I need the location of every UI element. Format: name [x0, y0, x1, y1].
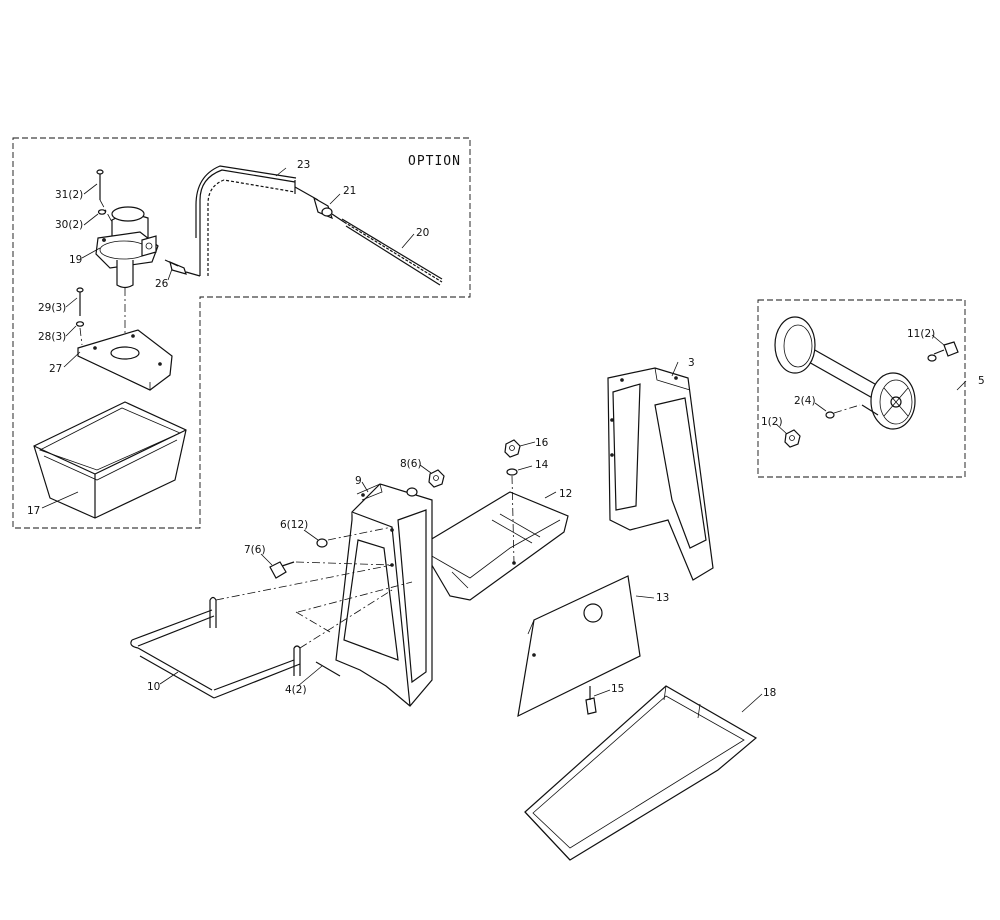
- callout-10: 10: [147, 681, 160, 693]
- part-16-nut: [504, 439, 521, 458]
- callout-19: 19: [69, 254, 82, 266]
- part-28-washer: [75, 321, 85, 346]
- part-5-wheel-kit: [774, 316, 916, 430]
- wheel-kit-boundary: [757, 299, 966, 478]
- callout-23: 23: [297, 159, 310, 171]
- callout-4: 4(2): [285, 684, 307, 696]
- callout-1: 1(2): [761, 416, 783, 428]
- part-27-mount-plate: [77, 329, 173, 391]
- part-13-front-panel: [517, 575, 641, 718]
- callout-14: 14: [535, 459, 549, 471]
- callout-26: 26: [155, 278, 169, 290]
- callout-11: 11(2): [907, 328, 935, 340]
- construction-line: [295, 611, 331, 633]
- callout-7: 7(6): [244, 544, 266, 556]
- option-label: OPTION: [408, 154, 461, 169]
- callout-5: 5: [978, 375, 985, 387]
- part-14-washer: [506, 468, 518, 564]
- part-18-coolant-tank: [33, 401, 187, 519]
- callout-16: 16: [535, 437, 549, 449]
- callout-9: 9: [355, 475, 362, 487]
- callout-27: 27: [49, 363, 62, 375]
- part-3-right-leg: [607, 367, 714, 581]
- callout-28: 28(3): [38, 331, 66, 343]
- part-23-hose: [195, 165, 319, 276]
- part-12-middle-tray: [429, 491, 569, 601]
- part-4-pin: [315, 661, 341, 677]
- callout-20: 20: [416, 227, 429, 239]
- leader-lines: [41, 167, 967, 713]
- part-30-washer: [97, 209, 107, 215]
- callout-17: 18: [763, 687, 776, 699]
- callout-30: 30(2): [55, 219, 83, 231]
- callout-31: 31(2): [55, 189, 83, 201]
- part-2-washer: [825, 404, 861, 419]
- part-29-screw: [76, 287, 84, 316]
- part-1-nut: [784, 429, 801, 448]
- callout-12: 12: [559, 488, 572, 500]
- callout-29: 29(3): [38, 302, 66, 314]
- part-19-coolant-pump: [95, 206, 159, 345]
- part-8-nut: [406, 469, 445, 497]
- part-10-handle: [130, 564, 393, 699]
- part-7-bolt: [269, 561, 393, 579]
- callout-3: 3: [688, 357, 695, 369]
- part-11-bolt: [927, 341, 959, 362]
- callout-6: 6(12): [280, 519, 308, 531]
- part-31-screw: [96, 169, 113, 223]
- callout-18: 17: [27, 505, 40, 517]
- callout-8: 8(6): [400, 458, 422, 470]
- part-15-bolt: [585, 686, 597, 715]
- part-26-fitting: [164, 259, 201, 277]
- construction-line: [297, 581, 413, 613]
- callout-15: 15: [611, 683, 624, 695]
- part-6-washer: [316, 526, 393, 548]
- part-17-chip-tray: [524, 685, 758, 861]
- callout-21: 21: [343, 185, 356, 197]
- callout-2: 2(4): [794, 395, 816, 407]
- part-21-valve: [313, 196, 345, 223]
- part-20-flex-nozzle: [341, 218, 443, 286]
- callout-13: 13: [656, 592, 669, 604]
- option-boundary: [12, 137, 471, 529]
